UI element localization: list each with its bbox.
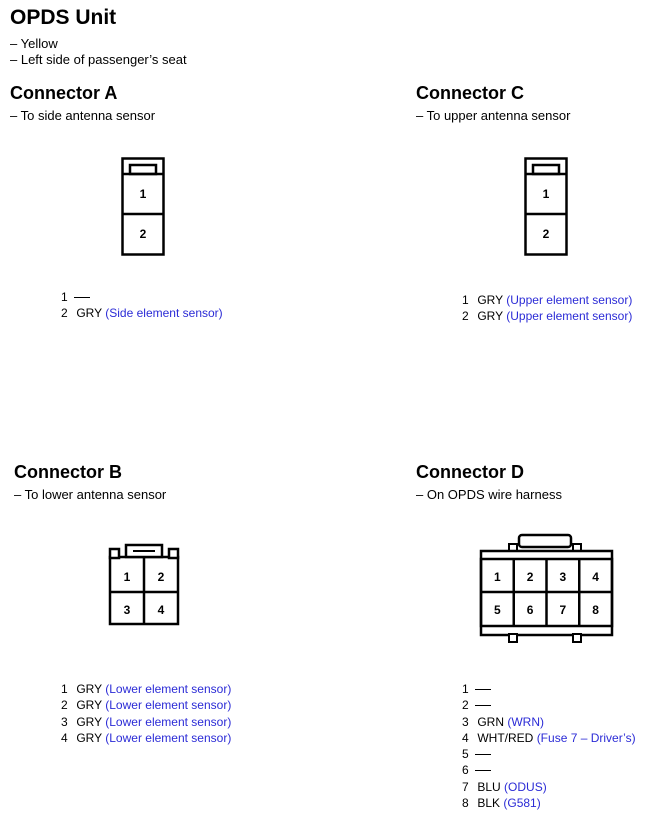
pin-row: 2 GRY (Side element sensor) xyxy=(61,305,223,321)
connector-c-cavity-1: 1 xyxy=(543,187,550,201)
connector-d-cavity-8: 8 xyxy=(592,603,599,617)
connector-b-diagram: 1 2 3 4 xyxy=(108,543,180,626)
unused-pin-dash xyxy=(74,289,90,298)
pin-row: 1 GRY (Lower element sensor) xyxy=(61,681,231,697)
connector-b-description: – To lower antenna sensor xyxy=(14,487,167,502)
connector-d-title: Connector D xyxy=(416,462,524,482)
subtitle-location: – Left side of passenger’s seat xyxy=(10,52,187,67)
wire-color: GRY xyxy=(477,293,503,307)
connector-b-pin-list: 1 GRY (Lower element sensor) 2 GRY (Lowe… xyxy=(61,681,231,746)
pin-number: 1 xyxy=(61,682,68,696)
pin-row: 7 BLU (ODUS) xyxy=(462,779,636,795)
pin-row: 1 xyxy=(61,289,223,305)
subtitle-color: – Yellow xyxy=(10,36,58,51)
wire-color: GRY xyxy=(76,306,102,321)
circuit-note: (Lower element sensor) xyxy=(105,730,232,745)
wire-color: GRY xyxy=(76,682,102,696)
connector-b-cavity-3: 3 xyxy=(124,603,131,617)
connector-b-right-tab xyxy=(167,547,180,560)
circuit-note: (Fuse 7 – Driver’s) xyxy=(536,730,636,745)
wire-color: GRN xyxy=(477,714,505,729)
pin-number: 8 xyxy=(462,796,469,811)
connector-b-cavity-2: 2 xyxy=(158,570,165,584)
pin-number: 7 xyxy=(462,779,469,794)
connector-c-latch xyxy=(531,163,561,176)
unused-pin-dash xyxy=(475,697,491,707)
unused-pin-dash xyxy=(475,762,491,772)
circuit-note: (Lower element sensor) xyxy=(105,682,232,696)
pin-number: 2 xyxy=(61,698,68,713)
pin-number: 2 xyxy=(462,698,469,713)
connector-c-cavity-2: 2 xyxy=(543,227,550,241)
connector-a-diagram: 1 2 xyxy=(121,157,165,256)
wire-color: WHT/RED xyxy=(477,730,534,745)
pin-row: 5 xyxy=(462,746,636,762)
connector-b-left-tab xyxy=(108,547,121,560)
connector-a-latch xyxy=(128,163,158,176)
connector-d-cavity-4: 4 xyxy=(592,570,599,584)
pin-row: 3 GRY (Lower element sensor) xyxy=(61,714,231,730)
circuit-note: (Upper element sensor) xyxy=(506,293,633,307)
wire-color: BLK xyxy=(477,796,501,811)
pin-number: 1 xyxy=(61,290,68,304)
connector-c-pin-list: 1 GRY (Upper element sensor) 2 GRY (Uppe… xyxy=(462,292,632,325)
connector-c-diagram: 1 2 xyxy=(524,157,568,256)
circuit-note: (Lower element sensor) xyxy=(105,698,232,713)
connector-d-cavity-5: 5 xyxy=(494,603,501,617)
pin-row: 2 GRY (Lower element sensor) xyxy=(61,697,231,713)
pin-row: 4 WHT/RED (Fuse 7 – Driver’s) xyxy=(462,730,636,746)
pin-number: 4 xyxy=(61,730,68,745)
connector-d-description: – On OPDS wire harness xyxy=(416,487,562,502)
circuit-note: (WRN) xyxy=(507,714,545,729)
pin-number: 2 xyxy=(462,309,469,324)
circuit-note: (G581) xyxy=(503,796,541,811)
pin-row: 2 xyxy=(462,697,636,713)
connector-a-description: – To side antenna sensor xyxy=(10,108,156,123)
connector-a-pin-list: 1 2 GRY (Side element sensor) xyxy=(61,289,223,322)
pin-row: 4 GRY (Lower element sensor) xyxy=(61,730,231,746)
connector-b-title: Connector B xyxy=(14,462,122,482)
pin-row: 1 GRY (Upper element sensor) xyxy=(462,292,632,308)
connector-d-cavity-2: 2 xyxy=(527,570,534,584)
pin-row: 2 GRY (Upper element sensor) xyxy=(462,308,632,324)
pin-number: 3 xyxy=(462,714,469,729)
connector-b-cavity-4: 4 xyxy=(158,603,165,617)
pin-number: 2 xyxy=(61,306,68,321)
connector-d-cavity-6: 6 xyxy=(527,603,534,617)
connector-a-cavity-1: 1 xyxy=(140,187,147,201)
pin-number: 5 xyxy=(462,747,469,762)
circuit-note: (Upper element sensor) xyxy=(506,309,633,324)
pin-number: 3 xyxy=(61,714,68,729)
circuit-note: (Lower element sensor) xyxy=(105,714,232,729)
wire-color: GRY xyxy=(76,698,102,713)
connector-c-description: – To upper antenna sensor xyxy=(416,108,571,123)
connector-a-title: Connector A xyxy=(10,83,118,103)
connector-d-pin-list: 1 2 3 GRN (WRN) 4 WHT/RED (Fuse 7 – Driv… xyxy=(462,681,636,811)
connector-b-cavity-1: 1 xyxy=(124,570,131,584)
connector-d-cavity-7: 7 xyxy=(560,603,567,617)
pin-number: 1 xyxy=(462,293,469,307)
pin-number: 4 xyxy=(462,730,469,745)
connector-d-cavity-3: 3 xyxy=(560,570,567,584)
pin-row: 6 xyxy=(462,762,636,778)
connector-a-cavity-2: 2 xyxy=(140,227,147,241)
pin-row: 1 xyxy=(462,681,636,697)
pin-row: 3 GRN (WRN) xyxy=(462,714,636,730)
circuit-note: (ODUS) xyxy=(504,779,547,794)
pin-row: 8 BLK (G581) xyxy=(462,795,636,811)
connector-d-diagram: 1 2 3 4 5 6 7 8 xyxy=(479,533,614,643)
unused-pin-dash xyxy=(475,681,491,690)
wire-color: GRY xyxy=(477,309,503,324)
connector-d-top-latch xyxy=(517,533,573,549)
unused-pin-dash xyxy=(475,746,491,756)
connector-c-title: Connector C xyxy=(416,83,524,103)
circuit-note: (Side element sensor) xyxy=(105,306,223,321)
wire-color: GRY xyxy=(76,714,102,729)
page-title: OPDS Unit xyxy=(10,6,117,29)
pin-number: 6 xyxy=(462,763,469,778)
wire-color: GRY xyxy=(76,730,102,745)
pin-number: 1 xyxy=(462,682,469,696)
connector-d-cavity-1: 1 xyxy=(494,570,501,584)
wire-color: BLU xyxy=(477,779,501,794)
